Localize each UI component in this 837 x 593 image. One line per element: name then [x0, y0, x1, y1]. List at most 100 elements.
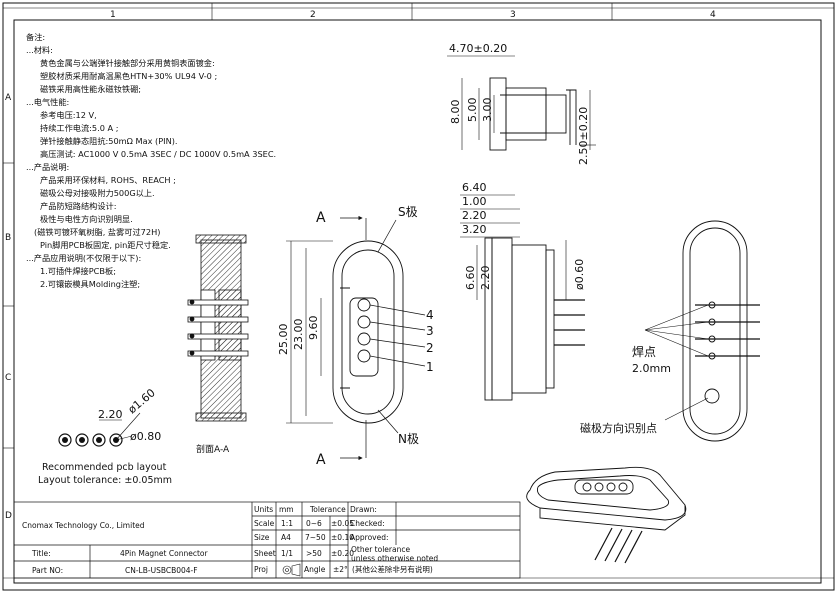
- col-label: 1: [110, 10, 116, 20]
- note-line: Pin脚用PCB板固定, pin距尺寸稳定.: [40, 240, 171, 250]
- pin-number: 2: [426, 341, 434, 355]
- note-line: 1.可插件焊接PCB板;: [40, 266, 116, 276]
- projection-icon: [282, 563, 301, 577]
- units-value: mm: [279, 505, 294, 514]
- pin-callouts: [340, 215, 426, 461]
- title-value: 4Pin Magnet Connector: [120, 549, 208, 558]
- row-label: B: [5, 233, 11, 243]
- scale-value: 1:1: [281, 519, 293, 528]
- note-line: 产品防短路结构设计:: [40, 201, 116, 211]
- section-view-aa: [187, 234, 249, 422]
- sheet-label: Sheet: [254, 549, 276, 558]
- pin-number: 1: [426, 360, 434, 374]
- note-line: 2.可镶嵌模具Molding注塑;: [40, 279, 140, 289]
- row-label: D: [5, 511, 12, 521]
- drawn-label: Drawn:: [350, 505, 377, 514]
- n-pole-label: N极: [398, 432, 419, 446]
- s-pole-label: S极: [398, 205, 418, 219]
- note-line: 弹针接触静态阻抗:50mΩ Max (PIN).: [40, 136, 178, 146]
- note-line: 高压测试: AC1000 V 0.5mA 3SEC / DC 1000V 0.5…: [40, 149, 276, 159]
- iso-view: [526, 466, 687, 564]
- col-label: 4: [710, 10, 716, 20]
- angle-value: ±2°: [333, 565, 348, 574]
- pcb-layout: 2.20 ø1.60 ø0.80 Recommended pcb layout …: [38, 386, 172, 486]
- front-view-dimension-lines: [286, 240, 333, 424]
- note-line: ...产品应用说明(不仅限于以下):: [26, 253, 141, 263]
- dim-6-60: 6.60: [464, 266, 477, 291]
- proj-label: Proj: [254, 565, 268, 574]
- note-line: 产品采用环保材料, ROHS、REACH ;: [40, 175, 176, 185]
- tol-range: 0~6: [306, 519, 322, 528]
- note-line: (磁铁可镀环氧树脂, 盐雾可过72H): [34, 227, 160, 237]
- note-line: 磁吸公母对接吸附力500G以上.: [40, 188, 155, 198]
- tolerance-label: Tolerance: [309, 505, 346, 514]
- section-a-bottom: A: [316, 452, 326, 468]
- title-block: [13, 501, 521, 579]
- title-label: Title:: [31, 549, 51, 558]
- note-line: 持续工作电流:5.0 A ;: [40, 123, 118, 133]
- pcb-caption: Recommended pcb layout: [42, 462, 167, 473]
- pin-number: 4: [426, 308, 434, 322]
- dim-2-20: 2.20: [462, 209, 487, 222]
- pcb-dim-pad: ø1.60: [126, 386, 158, 416]
- checked-label: Checked:: [350, 519, 385, 528]
- part-label: Part NO:: [32, 566, 63, 575]
- note-line: ...电气性能:: [26, 97, 69, 107]
- tol-value: ±0.20: [331, 549, 354, 558]
- dim-top-width: 4.70±0.20: [449, 42, 507, 55]
- dim-8-00: 8.00: [449, 100, 462, 125]
- size-value: A4: [281, 533, 291, 542]
- inner-frame: [13, 19, 822, 584]
- side-view: [484, 237, 585, 401]
- section-label: 剖面A-A: [196, 443, 230, 455]
- other-tolerance: Other tolerance: [351, 545, 410, 554]
- dim-25: 25.00: [277, 324, 290, 356]
- pin-number: 3: [426, 324, 434, 338]
- dim-3-20: 3.20: [462, 223, 487, 236]
- dim-6-40: 6.40: [462, 181, 487, 194]
- note-line: 黄色金属与公端弹针接触部分采用黄铜表面镀金:: [40, 58, 215, 68]
- pcb-tolerance: Layout tolerance: ±0.05mm: [38, 475, 172, 486]
- note-line: 磁铁采用高性能永磁钕铁硼;: [40, 84, 141, 94]
- tol-value: ±0.05: [331, 519, 354, 528]
- sheet-value: 1/1: [281, 549, 293, 558]
- pcb-dim-pitch: 2.20: [98, 408, 123, 421]
- dim-23: 23.00: [292, 319, 305, 351]
- scale-label: Scale: [254, 519, 275, 528]
- dim-3-00: 3.00: [481, 98, 494, 123]
- col-label: 2: [310, 10, 316, 20]
- magnet-label: 磁极方向识别点: [580, 421, 657, 435]
- angle-label: Angle: [304, 565, 326, 574]
- tol-range: >50: [306, 549, 322, 558]
- col-label: 3: [510, 10, 516, 20]
- other-tolerance-note: unless otherwise noted: [351, 554, 438, 563]
- pcb-dim-hole: ø0.80: [130, 430, 161, 443]
- dim-1-00: 1.00: [462, 195, 487, 208]
- dim-9-60: 9.60: [307, 316, 320, 341]
- dim-2-50: 2.50±0.20: [577, 107, 590, 165]
- dim-5-00: 5.00: [466, 98, 479, 123]
- section-a-top: A: [316, 210, 326, 226]
- note-line: ...材料:: [26, 45, 53, 55]
- note-line: ...产品说明:: [26, 162, 69, 172]
- note-line: 备注:: [26, 32, 45, 42]
- tol-range: 7~50: [305, 533, 326, 542]
- solder-label: 焊点: [632, 344, 656, 359]
- rear-view: [682, 220, 760, 442]
- note-line: 塑胶材质采用耐高温黑色HTN+30% UL94 V-0 ;: [40, 71, 217, 81]
- units-label: Units: [254, 505, 273, 514]
- top-view: [489, 77, 577, 151]
- solder-size: 2.0mm: [632, 362, 671, 375]
- dim-dia-0-60: ø0.60: [573, 259, 586, 290]
- dim-2-20-vertical: 2.20: [479, 266, 492, 291]
- notes-block: 备注: ...材料: 黄色金属与公端弹针接触部分采用黄铜表面镀金: 塑胶材质采用…: [26, 32, 276, 289]
- part-value: CN-LB-USBCB004-F: [125, 566, 198, 575]
- note-line: 极性与电性方向识别明显.: [40, 214, 133, 224]
- row-label: A: [5, 93, 12, 103]
- front-view: [332, 240, 404, 424]
- other-tolerance-cn: (其他公差除非另有说明): [352, 564, 433, 574]
- company-name: Cnomax Technology Co., Limited: [22, 521, 145, 530]
- approved-label: Approved:: [350, 533, 389, 542]
